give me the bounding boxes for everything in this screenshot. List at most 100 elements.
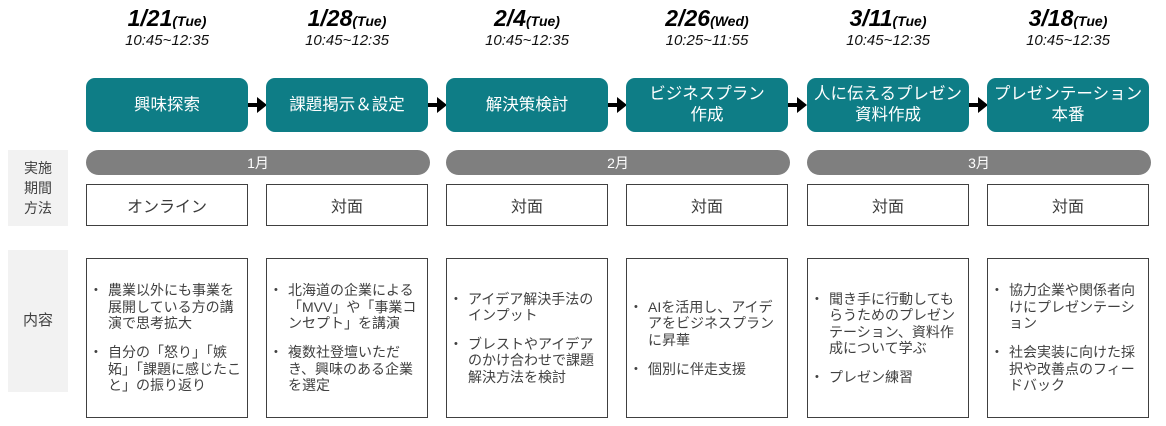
bullet-item: • 聞き手に行動してもらうためのプレゼンテーション、資料作成について学ぶ [815,291,962,357]
bullet-icon: • [995,346,999,358]
column-session-3: 2/4(Tue) 10:45~12:35 解決策検討 対面 •アイデア解決手法の… [446,0,608,426]
bullet-item: •複数社登壇いただき、興味のある企業を選定 [274,344,421,394]
bullet-item: •自分の「怒り」「嫉妬」「課題に感じたこと」の振り返り [94,344,241,394]
column-session-4: 2/26(Wed) 10:25~11:55 ビジネスプラン 作成 対面 • AIを… [626,0,788,426]
bullet-text: 北海道の企業による「MVV」や「事業コンセプト」を講演 [288,282,417,332]
time: 10:25~11:55 [665,32,749,50]
arrow-shaft [787,103,799,107]
column-session-6: 3/18(Tue) 10:45~12:35 プレゼンテーション 本番 対面 •協… [987,0,1149,426]
bullet-icon: • [94,284,98,297]
column-session-1: 1/21(Tue) 10:45~12:35 興味探索 オンライン •農業以外にも… [86,0,248,426]
date: 2/26 [665,5,711,31]
row-label-schedule: 実施 期間 方法 [8,150,68,226]
date-line: 1/21(Tue) [78,5,256,31]
bullet-icon: • [454,337,458,350]
method-box: 対面 [266,184,428,226]
date-header: 2/26(Wed) 10:25~11:55 [618,5,796,50]
bullet-text: AIを活用し、アイデアをビジネスプランに昇華 [648,298,774,348]
bullet-text: 聞き手に行動してもらうためのプレゼンテーション、資料作成について学ぶ [829,290,955,357]
content-box: • AIを活用し、アイデアをビジネスプランに昇華 • 個別に伴走支援 [626,258,788,418]
method-label: 対面 [690,199,723,216]
content-box: •協力企業や関係者向けにプレゼンテーション • 社会実装に向けた採択や改善点のフィ… [987,258,1149,418]
bullet-icon: • [94,346,98,358]
month-bar-march: 3月 [807,150,1151,175]
method-box: オンライン [86,184,248,226]
weekday: (Wed) [710,13,749,29]
row-label-content: 内容 [8,250,68,392]
arrow-right-icon [787,97,807,113]
bullet-icon: • [634,300,638,313]
arrow-right-icon [607,97,627,113]
content-box: • 北海道の企業による「MVV」や「事業コンセプト」を講演 •複数社登壇いただき、… [266,258,428,418]
bullet-text: 社会実装に向けた採択や改善点のフィードバック [1009,344,1135,394]
bullet-icon: • [815,370,819,383]
date: 3/18 [1028,5,1074,31]
phase-box: 解決策検討 [446,78,608,132]
bullet-text: ブレストやアイデアのかけ合わせで課題解決方法を検討 [468,335,594,385]
bullet-text: 協力企業や関係者向けにプレゼンテーション [1009,282,1135,332]
method-label: 対面 [330,199,363,216]
phase-label: 興味探索 [134,95,200,114]
content-box: • 聞き手に行動してもらうためのプレゼンテーション、資料作成について学ぶ • プレゼ… [807,258,969,418]
bullet-item: • ブレストやアイデアのかけ合わせで課題解決方法を検討 [454,336,601,386]
method-box: 対面 [626,184,788,226]
phase-box: 興味探索 [86,78,248,132]
time: 10:45~12:35 [485,32,569,50]
date: 1/28 [307,5,353,31]
time: 10:45~12:35 [846,32,930,50]
phase-label: プレゼンテーション 本番 [993,85,1143,124]
time: 10:45~12:35 [305,32,389,50]
date-header: 1/21(Tue) 10:45~12:35 [78,5,256,50]
bullet-text: プレゼン練習 [829,368,913,385]
column-session-2: 1/28(Tue) 10:45~12:35 課題掲示＆設定 対面 • 北海道の企業… [266,0,428,426]
weekday: (Tue) [352,13,387,29]
arrow-right-icon [247,97,267,113]
month-bar-february: 2月 [446,150,790,175]
method-label: 対面 [510,199,543,216]
column-session-5: 3/11(Tue) 10:45~12:35 人に伝えるプレゼン 資料作成 対面 … [807,0,969,426]
phase-label: 人に伝えるプレゼン 資料作成 [813,85,962,124]
arrow-right-icon [427,97,447,113]
bullet-item: •アイデア解決手法のインプット [454,291,601,324]
bullet-icon: • [634,362,638,375]
bullet-item: • 北海道の企業による「MVV」や「事業コンセプト」を講演 [274,282,421,332]
bullet-item: • プレゼン練習 [815,369,962,386]
phase-label: 解決策検討 [485,95,569,114]
bullet-icon: • [274,284,278,297]
bullet-item: • 農業以外にも事業を展開している方の講演で思考拡大 [94,282,241,332]
bullet-item: • AIを活用し、アイデアをビジネスプランに昇華 [634,299,781,349]
date-line: 2/4(Tue) [438,5,616,31]
time: 10:45~12:35 [125,32,209,50]
arrow-right-icon [968,97,988,113]
time: 10:45~12:35 [1026,32,1110,50]
date-line: 1/28(Tue) [258,5,436,31]
method-label: 対面 [871,199,904,216]
date: 2/4 [494,5,526,31]
phase-box: 人に伝えるプレゼン 資料作成 [807,78,969,132]
date-header: 3/18(Tue) 10:45~12:35 [979,5,1157,50]
phase-box: 課題掲示＆設定 [266,78,428,132]
date: 3/11 [849,5,893,31]
date-line: 3/11(Tue) [799,5,977,31]
date-header: 1/28(Tue) 10:45~12:35 [258,5,436,50]
phase-label: ビジネスプラン 作成 [649,85,765,124]
bullet-icon: • [815,292,819,305]
bullet-icon: • [454,292,458,305]
bullet-item: •協力企業や関係者向けにプレゼンテーション [995,282,1142,332]
month-bar-january: 1月 [86,150,430,175]
method-label: 対面 [1051,199,1084,216]
weekday: (Tue) [172,13,207,29]
date-header: 3/11(Tue) 10:45~12:35 [799,5,977,50]
bullet-text: 農業以外にも事業を展開している方の講演で思考拡大 [108,282,234,332]
phase-box: プレゼンテーション 本番 [987,78,1149,132]
method-label: オンライン [126,199,207,216]
bullet-text: 個別に伴走支援 [648,360,746,377]
arrow-shaft [968,103,980,107]
method-box: 対面 [446,184,608,226]
weekday: (Tue) [526,13,560,29]
method-box: 対面 [807,184,969,226]
date-header: 2/4(Tue) 10:45~12:35 [438,5,616,50]
bullet-text: 複数社登壇いただき、興味のある企業を選定 [288,344,414,394]
phase-box: ビジネスプラン 作成 [626,78,788,132]
